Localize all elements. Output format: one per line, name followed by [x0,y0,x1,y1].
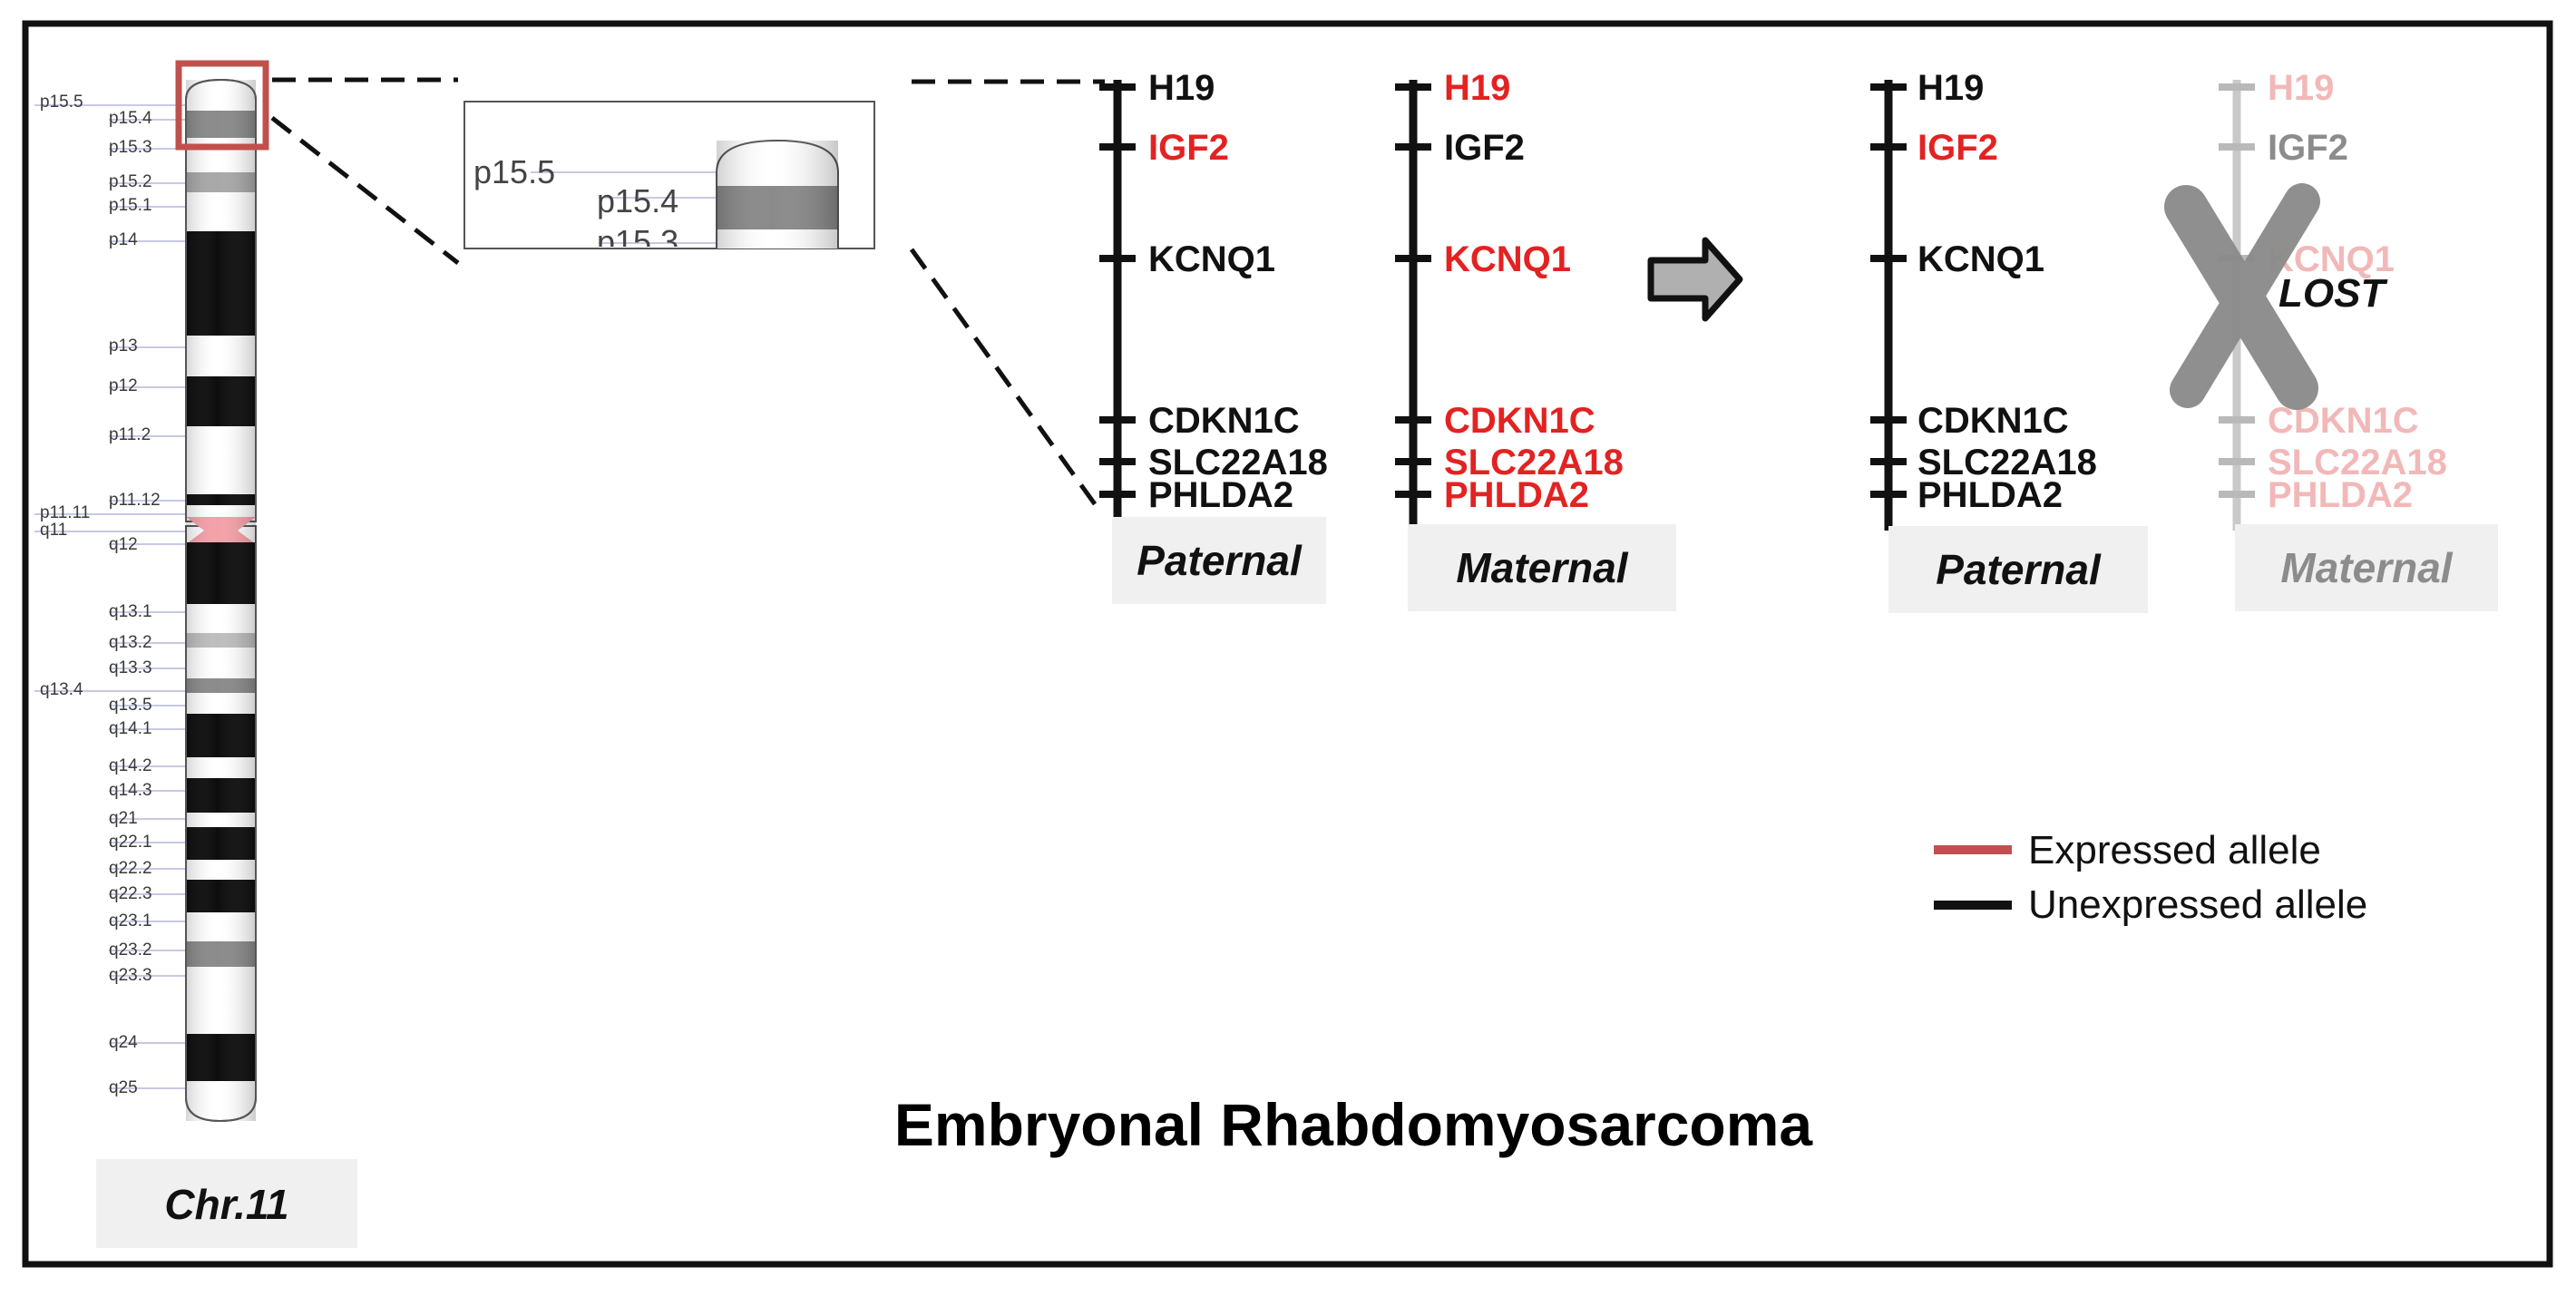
band-label-q22-2: q22.2 [109,859,152,878]
band-label-q23-2: q23.2 [109,940,152,960]
gene-label-phlda2: PHLDA2 [1148,475,1293,515]
band-label-p11-12: p11.12 [109,491,161,510]
band-label-q23-3: q23.3 [109,966,152,985]
band-label-q12: q12 [109,535,138,554]
gene-label-phlda2: PHLDA2 [1444,475,1589,515]
band-label-q22-3: q22.3 [109,884,152,903]
band-label-q22-1: q22.1 [109,833,152,852]
gene-label-igf2: IGF2 [1917,128,1998,168]
gene-label-slc22a18: SLC22A18 [2268,443,2447,482]
after-maternal-label-box [2235,524,2498,611]
gene-label-igf2: IGF2 [2268,128,2348,168]
zoom-band-p15-4: p15.4 [597,182,678,219]
before-maternal-label-box [1408,524,1676,611]
band-label-q25: q25 [109,1078,138,1097]
chr-label: Chr.11 [164,1181,288,1228]
band-label-q14-3: q14.3 [109,781,152,800]
zoom-inset: p15.5 p15.4 p15.3 [463,101,875,260]
gene-label-h19: H19 [1444,68,1510,108]
band-label-q14-1: q14.1 [109,719,152,738]
gene-label-kcnq1: KCNQ1 [1148,239,1275,279]
band-label-q13-5: q13.5 [109,696,152,715]
gene-label-slc22a18: SLC22A18 [1148,443,1328,482]
gene-label-cdkn1c: CDKN1C [1917,401,2069,441]
gene-label-kcnq1: KCNQ1 [1917,239,2044,279]
band-label-q13-2: q13.2 [109,633,152,652]
band-label-q13-1: q13.1 [109,602,152,621]
gene-label-phlda2: PHLDA2 [2268,475,2413,515]
lost-x-mark [2164,183,2320,410]
band-label-p13: p13 [109,336,138,356]
legend-expressed-label: Expressed allele [2028,828,2321,872]
band-label-q13-4: q13.4 [40,680,83,699]
band-label-p15-4: p15.4 [109,109,152,128]
figure-title: Embryonal Rhabdomyosarcoma [894,1091,1814,1158]
gene-label-slc22a18: SLC22A18 [1917,443,2097,482]
chr-label-box [96,1159,357,1248]
zoom-band-p15-3: p15.3 [597,223,678,260]
before-paternal-label: Paternal [1137,537,1303,584]
band-label-p14: p14 [109,230,138,249]
band-tick-lines [34,104,186,1089]
lost-label: LOST [2278,271,2387,316]
band-label-q13-3: q13.3 [109,658,152,677]
legend: Expressed allele Unexpressed allele [1934,828,2367,927]
gene-label-kcnq1: KCNQ1 [1444,239,1571,279]
after-paternal-label-box [1888,526,2148,613]
after-maternal-label: Maternal [2280,544,2453,591]
zoom-guide-lines [270,77,1105,510]
legend-unexpressed-label: Unexpressed allele [2028,882,2367,927]
band-label-p11-2: p11.2 [109,425,151,444]
band-labels: p15.5 p15.4 p15.3 p15.2 p15.1 p14 p13 p12 p11.2 p… [40,93,161,1097]
before-paternal-label-box [1112,517,1326,604]
band-label-q14-2: q14.2 [109,756,152,775]
band-label-p15-1: p15.1 [109,196,152,215]
band-label-p15-3: p15.3 [109,138,152,157]
chromosome-11-ideogram: p15.5 p15.4 p15.3 p15.2 p15.1 p14 p13 p12 p11.2 p… [34,60,357,1248]
allele-columns: H19IGF2KCNQ1CDKN1CSLC22A18PHLDA2Paternal… [1099,68,2498,613]
zoom-band-p15-5: p15.5 [473,153,555,190]
band-label-p11-11: p11.11 [40,503,90,522]
chromosome-shading [186,80,256,1121]
band-label-q24: q24 [109,1033,138,1052]
band-label-p12: p12 [109,376,138,395]
gene-label-igf2: IGF2 [1148,128,1229,168]
gene-label-cdkn1c: CDKN1C [1148,401,1300,441]
band-label-p15-5: p15.5 [40,93,83,112]
band-label-p15-2: p15.2 [109,172,152,191]
transition-arrow-icon [1647,237,1743,322]
gene-label-slc22a18: SLC22A18 [1444,443,1624,482]
gene-label-phlda2: PHLDA2 [1917,475,2063,515]
band-label-q23-1: q23.1 [109,911,152,931]
band-label-q11: q11 [40,521,67,540]
band-label-q21: q21 [109,809,138,828]
gene-label-h19: H19 [1917,68,1984,108]
p15-highlight-box [175,60,269,151]
after-paternal-label: Paternal [1936,546,2102,593]
gene-label-h19: H19 [2268,68,2334,108]
gene-label-igf2: IGF2 [1444,128,1525,168]
gene-label-cdkn1c: CDKN1C [1444,401,1595,441]
figure-frame [22,20,2553,1268]
before-maternal-label: Maternal [1456,544,1628,591]
gene-label-h19: H19 [1148,68,1215,108]
